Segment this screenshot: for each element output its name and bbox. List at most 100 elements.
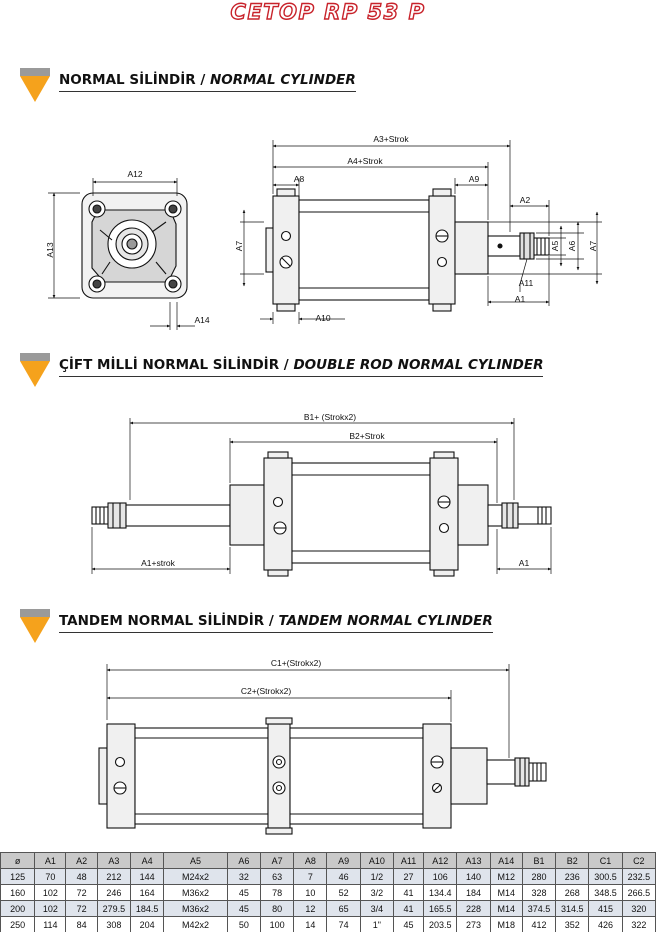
- table-cell: 102: [34, 900, 67, 917]
- table-cell: 322: [621, 916, 656, 932]
- dim-b1: B1+ (Strokx2): [304, 412, 356, 422]
- table-cell: M24x2: [163, 868, 228, 885]
- dim-a1-strok: A1+strok: [141, 558, 176, 568]
- table-cell: 236: [555, 868, 590, 885]
- section-title-double-rod: ÇİFT MİLLİ NORMAL SİLİNDİR / DOUBLE ROD …: [59, 357, 544, 377]
- table-cell: 280: [521, 868, 557, 885]
- table-cell: 426: [588, 916, 623, 932]
- dim-c2: C2+(Strokx2): [241, 686, 291, 696]
- table-cell: 63: [259, 868, 295, 885]
- table-cell: 134.4: [423, 884, 458, 901]
- table-header-cell: A10: [359, 852, 394, 869]
- table-cell: 212: [96, 868, 131, 885]
- table-header-cell: A4: [129, 852, 165, 869]
- table-cell: 232.5: [621, 868, 656, 885]
- side-view-drawing: [265, 188, 550, 312]
- table-cell: 45: [226, 884, 261, 901]
- table-cell: 10: [293, 884, 328, 901]
- table-cell: 52: [326, 884, 361, 901]
- end-view-drawing: [81, 192, 188, 299]
- table-cell: 204: [129, 916, 165, 932]
- dim-b2: B2+Strok: [349, 431, 385, 441]
- end-view-dimensions: [48, 178, 195, 330]
- table-header-cell: A3: [96, 852, 131, 869]
- table-cell: M36x2: [163, 884, 228, 901]
- table-cell: 46: [326, 868, 361, 885]
- dim-a7-right: A7: [588, 241, 598, 252]
- table-cell: 352: [555, 916, 590, 932]
- dim-a7-left: A7: [234, 241, 244, 252]
- table-cell: 273: [456, 916, 491, 932]
- table-cell: 246: [96, 884, 131, 901]
- table-cell: 279.5: [96, 900, 131, 917]
- table-header-cell: C1: [588, 852, 623, 869]
- table-cell: 374.5: [521, 900, 557, 917]
- table-cell: 50: [226, 916, 261, 932]
- table-cell: 106: [423, 868, 458, 885]
- table-cell: 266.5: [621, 884, 656, 901]
- table-cell: 314.5: [555, 900, 590, 917]
- dim-a12: A12: [127, 169, 142, 179]
- dim-a14: A14: [194, 315, 209, 325]
- table-cell: 7: [293, 868, 328, 885]
- table-cell: 45: [392, 916, 425, 932]
- table-cell: 70: [34, 868, 67, 885]
- table-header-cell: A2: [65, 852, 98, 869]
- table-cell: M42x2: [163, 916, 228, 932]
- table-cell: 125: [0, 868, 36, 885]
- table-cell: 300.5: [588, 868, 623, 885]
- table-cell: 184: [456, 884, 491, 901]
- table-cell: 164: [129, 884, 165, 901]
- table-cell: 200: [0, 900, 36, 917]
- table-cell: 228: [456, 900, 491, 917]
- table-cell: 412: [521, 916, 557, 932]
- table-cell: 41: [392, 884, 425, 901]
- table-header-cell: A14: [489, 852, 523, 869]
- table-cell: 328: [521, 884, 557, 901]
- dim-a1: A1: [515, 294, 526, 304]
- tandem-drawing: [98, 717, 547, 835]
- table-header-cell: A5: [163, 852, 228, 869]
- table-cell: 268: [555, 884, 590, 901]
- dim-c1: C1+(Strokx2): [271, 658, 321, 668]
- table-cell: 12: [293, 900, 328, 917]
- table-cell: 203.5: [423, 916, 458, 932]
- table-cell: M18: [489, 916, 523, 932]
- section-title-normal: NORMAL SİLİNDİR / NORMAL CYLINDER: [59, 72, 356, 92]
- table-cell: 308: [96, 916, 131, 932]
- dim-a1-right: A1: [519, 558, 530, 568]
- table-cell: 250: [0, 916, 36, 932]
- dim-a9: A9: [469, 174, 480, 184]
- dim-a6: A6: [567, 241, 577, 252]
- table-cell: 160: [0, 884, 36, 901]
- double-rod-dimensions: [91, 418, 552, 574]
- section-triangle-icon: [20, 609, 50, 643]
- section-triangle-icon: [20, 353, 50, 387]
- table-cell: 78: [259, 884, 295, 901]
- table-header-cell: A13: [456, 852, 491, 869]
- double-rod-drawing: [91, 451, 552, 577]
- table-cell: M36x2: [163, 900, 228, 917]
- side-view-dimensions: [240, 140, 602, 324]
- table-cell: 84: [65, 916, 98, 932]
- table-header-cell: ø: [0, 852, 36, 869]
- dim-a13: A13: [45, 242, 55, 257]
- table-cell: 80: [259, 900, 295, 917]
- table-cell: 165.5: [423, 900, 458, 917]
- table-cell: 114: [34, 916, 67, 932]
- dim-a3: A3+Strok: [373, 134, 409, 144]
- table-cell: 45: [226, 900, 261, 917]
- table-cell: 74: [326, 916, 361, 932]
- dim-a8: A8: [294, 174, 305, 184]
- table-header-cell: A8: [293, 852, 328, 869]
- table-cell: M14: [489, 884, 523, 901]
- dim-a2: A2: [520, 195, 531, 205]
- table-cell: 1": [359, 916, 394, 932]
